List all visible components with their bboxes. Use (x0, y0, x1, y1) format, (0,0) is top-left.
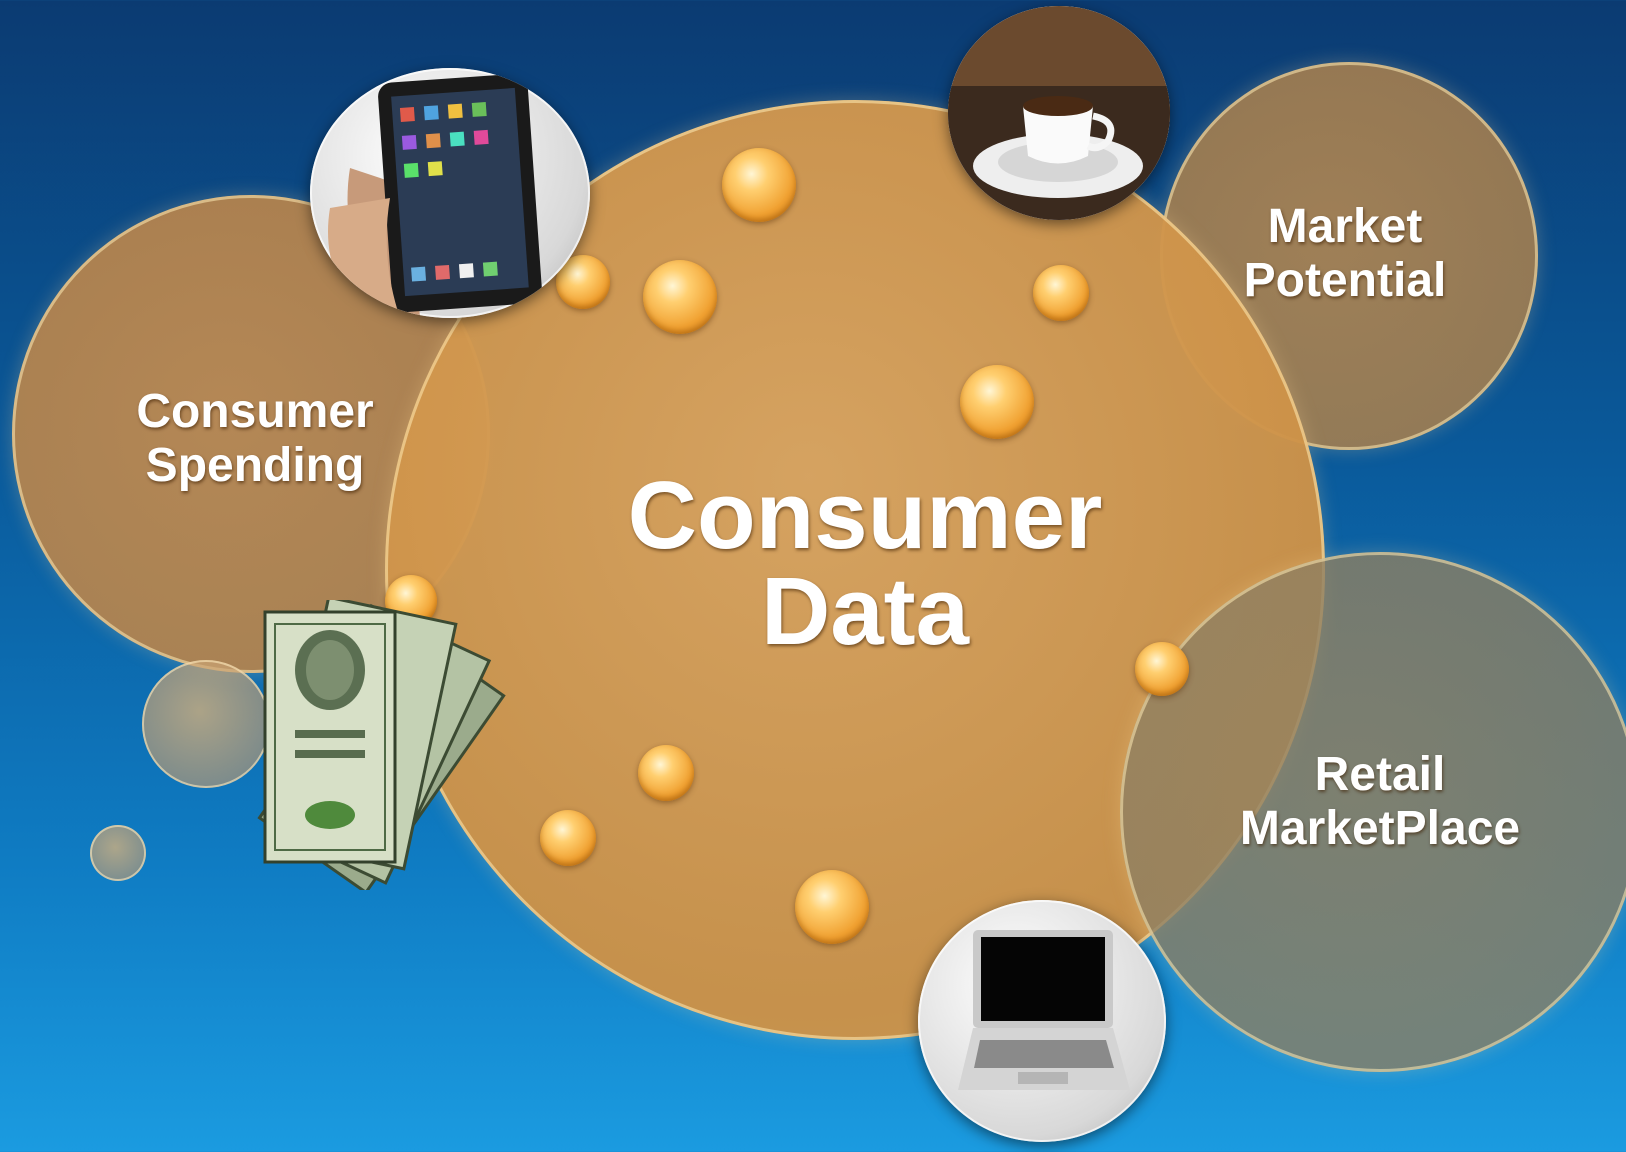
droplet (638, 745, 694, 801)
consumer-spending-label: Consumer Spending (60, 385, 450, 493)
droplet (540, 810, 596, 866)
market-potential-label: Market Potential (1175, 200, 1515, 308)
small-bubble (90, 825, 146, 881)
retail-marketplace-bubble (1120, 552, 1626, 1072)
retail-marketplace-line2: MarketPlace (1239, 802, 1521, 856)
small-bubble (142, 660, 270, 788)
droplet (1135, 642, 1189, 696)
dollar-bills-icon: 100 (255, 595, 585, 895)
droplet (1033, 265, 1089, 321)
laptop-icon (918, 900, 1166, 1142)
coffee-cup-icon (948, 6, 1170, 220)
market-potential-line2: Potential (1243, 254, 1447, 308)
droplet (795, 870, 869, 944)
consumer-spending-line1: Consumer (136, 385, 374, 438)
tablet-icon (310, 68, 590, 318)
droplet (643, 260, 717, 334)
center-label-line2: Data (760, 558, 970, 665)
droplet (960, 365, 1034, 439)
retail-marketplace-line1: Retail (1314, 748, 1446, 801)
droplet (722, 148, 796, 222)
consumer-spending-line2: Spending (145, 439, 365, 493)
center-label-line1: Consumer (627, 462, 1103, 569)
center-label: Consumer Data (575, 468, 1155, 660)
market-potential-line1: Market (1267, 200, 1423, 253)
retail-marketplace-label: Retail MarketPlace (1170, 748, 1590, 856)
